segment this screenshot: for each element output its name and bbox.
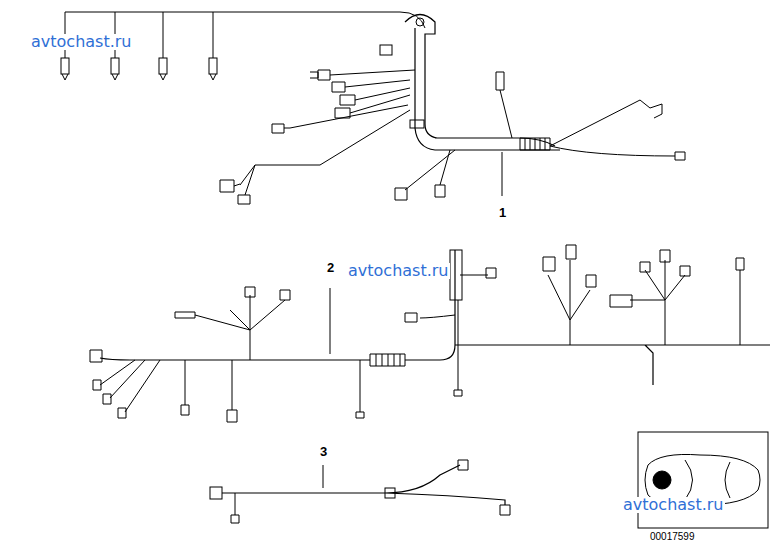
callout-number: 3 — [319, 445, 328, 458]
car-inset — [638, 432, 768, 528]
watermark: avtochast.ru — [347, 263, 450, 279]
callout-number: 2 — [326, 261, 335, 274]
watermark: avtochast.ru — [30, 34, 133, 50]
harness-3 — [210, 460, 510, 523]
watermark: avtochast.ru — [622, 497, 725, 513]
diagram-code: 00017599 — [650, 532, 695, 542]
harness-1 — [61, 12, 685, 204]
harness-2 — [90, 245, 770, 422]
callout-number: 1 — [498, 206, 507, 219]
